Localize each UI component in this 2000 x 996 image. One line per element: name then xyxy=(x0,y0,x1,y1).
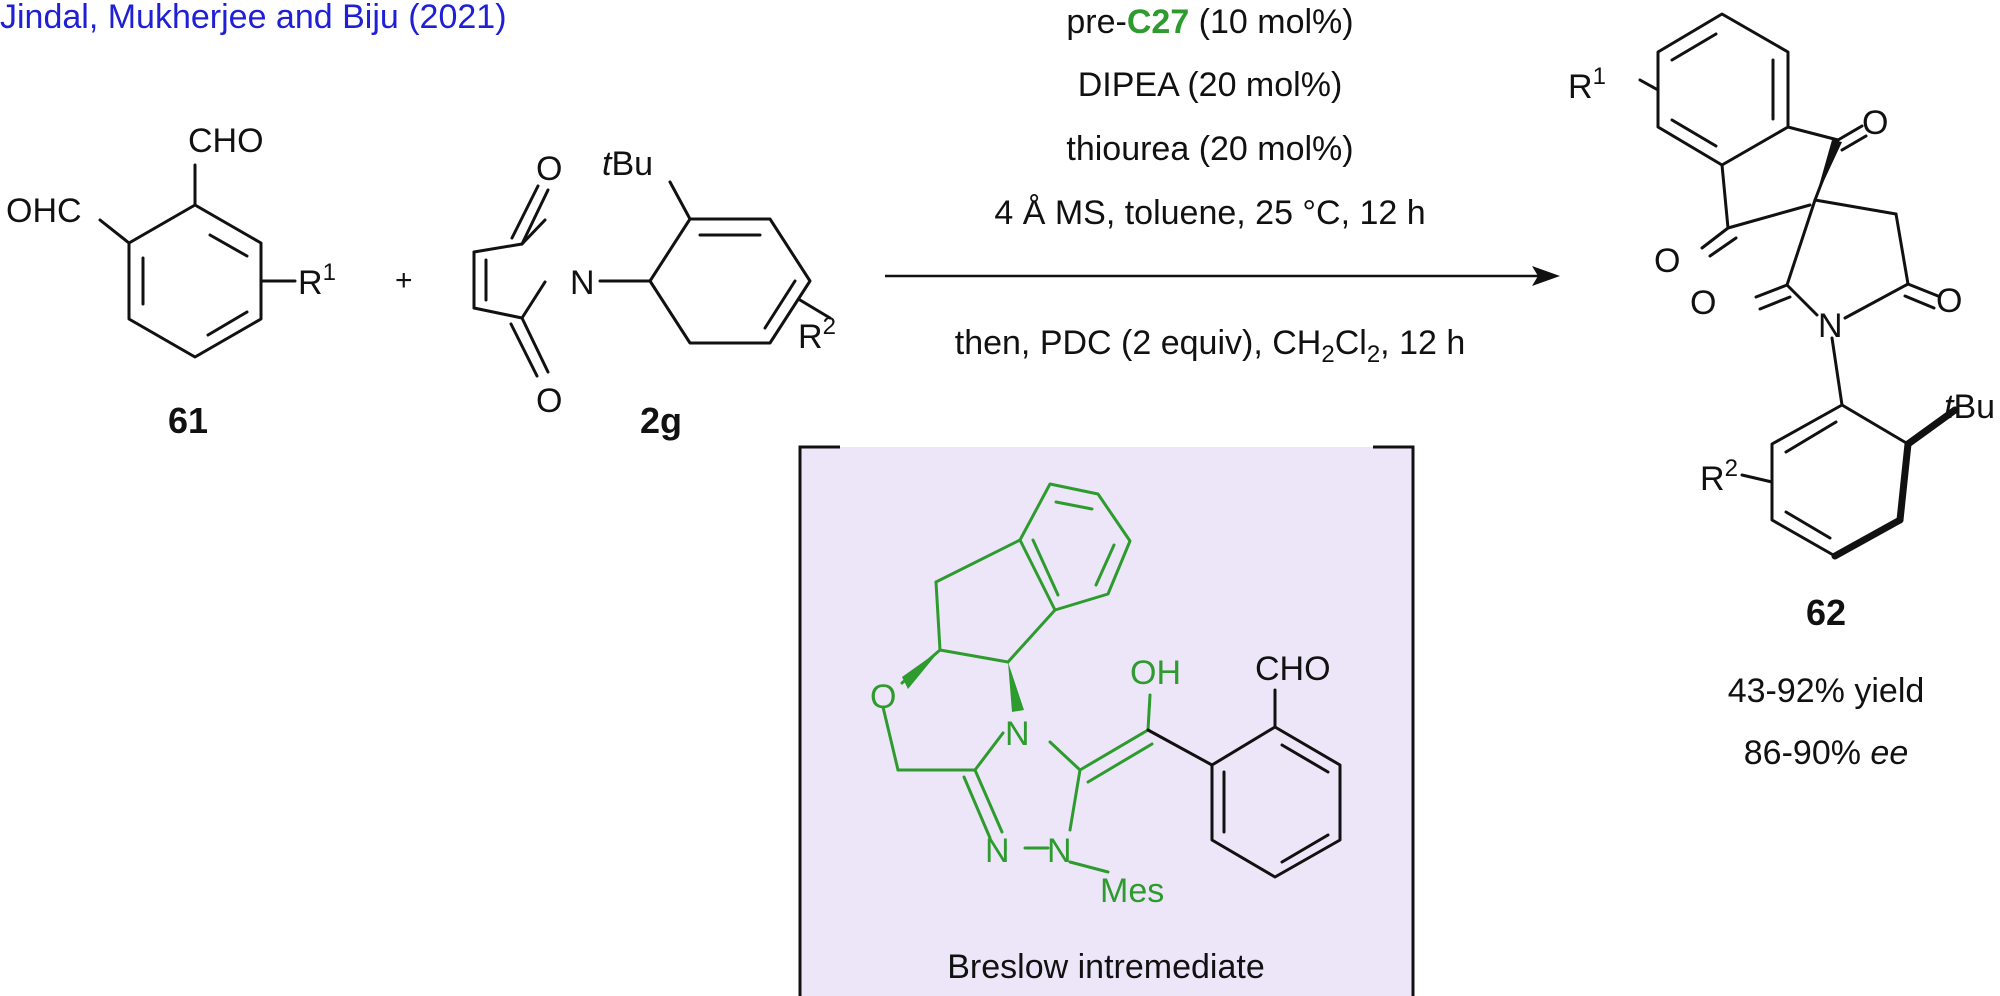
breslow-mes: Mes xyxy=(1100,872,1164,910)
ohc-label: OHC xyxy=(6,192,82,230)
breslow-n-right: N xyxy=(1047,832,1072,870)
product-62-structure xyxy=(1638,12,1959,560)
plus-sign: + xyxy=(395,264,413,297)
breslow-n-left: N xyxy=(985,832,1010,870)
compound-61-label: 61 xyxy=(168,400,208,441)
condition-solvent-temp: 4 Å MS, toluene, 25 °C, 12 h xyxy=(994,194,1425,232)
product-o1: O xyxy=(1862,104,1888,142)
product-o3: O xyxy=(1690,284,1716,322)
imide-n: N xyxy=(570,264,595,302)
imide-o-top: O xyxy=(536,150,562,188)
condition-base: DIPEA (20 mol%) xyxy=(1078,66,1343,104)
product-yield: 43-92% yield xyxy=(1728,672,1925,710)
product-r1-label: R1 xyxy=(1568,63,1606,106)
reaction-arrow-head xyxy=(1532,266,1560,286)
product-ee: 86-90% ee xyxy=(1744,734,1908,772)
product-r2-label: R2 xyxy=(1700,455,1738,498)
product-tbu-label: tBu xyxy=(1944,388,1995,426)
compound-2g-label: 2g xyxy=(640,400,682,441)
compound-62-label: 62 xyxy=(1806,592,1846,633)
cho-label: CHO xyxy=(188,122,264,160)
breslow-caption: Breslow intremediate xyxy=(947,948,1264,986)
condition-oxidation: then, PDC (2 equiv), CH2Cl2, 12 h xyxy=(955,324,1466,368)
tbu-label: tBu xyxy=(602,145,653,183)
breslow-n-top: N xyxy=(1005,715,1030,753)
breslow-structure xyxy=(881,482,1342,879)
r1-label: R1 xyxy=(298,259,336,302)
breslow-oh: OH xyxy=(1130,654,1181,692)
condition-additive: thiourea (20 mol%) xyxy=(1066,130,1353,168)
breslow-o: O xyxy=(870,678,896,716)
product-o4: O xyxy=(1936,282,1962,320)
product-o2: O xyxy=(1654,242,1680,280)
breslow-brackets xyxy=(798,445,1415,996)
imide-o-bottom: O xyxy=(536,382,562,420)
product-n: N xyxy=(1818,307,1843,345)
r2-label: R2 xyxy=(798,313,836,356)
breslow-box xyxy=(800,447,1413,996)
breslow-cho: CHO xyxy=(1255,650,1331,688)
reactant-2g-structure xyxy=(472,180,832,378)
citation-text: Jindal, Mukherjee and Biju (2021) xyxy=(0,0,507,36)
reactant-61-structure xyxy=(98,163,297,359)
condition-catalyst: pre-C27 (10 mol%) xyxy=(1066,3,1353,41)
